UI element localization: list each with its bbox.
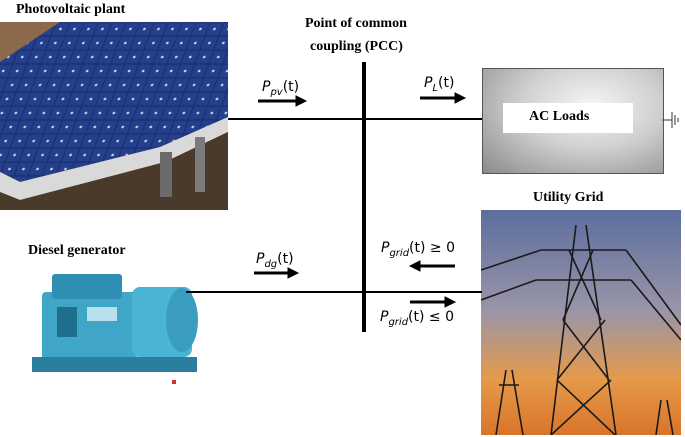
pgrid-in-arrow — [408, 260, 455, 272]
pgrid-out-label: Pgrid(t) ≤ 0 — [380, 309, 455, 328]
pv-plant-title: Photovoltaic plant — [16, 2, 126, 17]
diesel-generator-title: Diesel generator — [28, 243, 126, 258]
diesel-generator-photo — [32, 262, 204, 392]
pv-plant-photo — [0, 22, 228, 210]
pdg-arrow — [254, 267, 300, 279]
ac-loads-label-bg — [503, 103, 633, 133]
pdg-label: Pdg(t) — [256, 251, 294, 270]
ac-loads-label: AC Loads — [529, 109, 590, 124]
pcc-title-line2: coupling (PCC) — [310, 39, 403, 54]
pcc-title-line1: Point of common — [305, 16, 407, 31]
pgrid-out-arrow — [410, 296, 457, 308]
ac-loads-box: AC Loads — [482, 68, 664, 174]
utility-grid-photo — [481, 210, 681, 435]
ppv-arrow — [258, 95, 308, 107]
ppv-label: Ppv(t) — [262, 79, 300, 98]
pl-arrow — [420, 92, 467, 104]
pl-label: PL(t) — [424, 75, 455, 94]
pgrid-in-label: Pgrid(t) ≥ 0 — [381, 240, 456, 259]
utility-grid-title: Utility Grid — [533, 190, 604, 205]
ground-icon — [662, 112, 679, 128]
